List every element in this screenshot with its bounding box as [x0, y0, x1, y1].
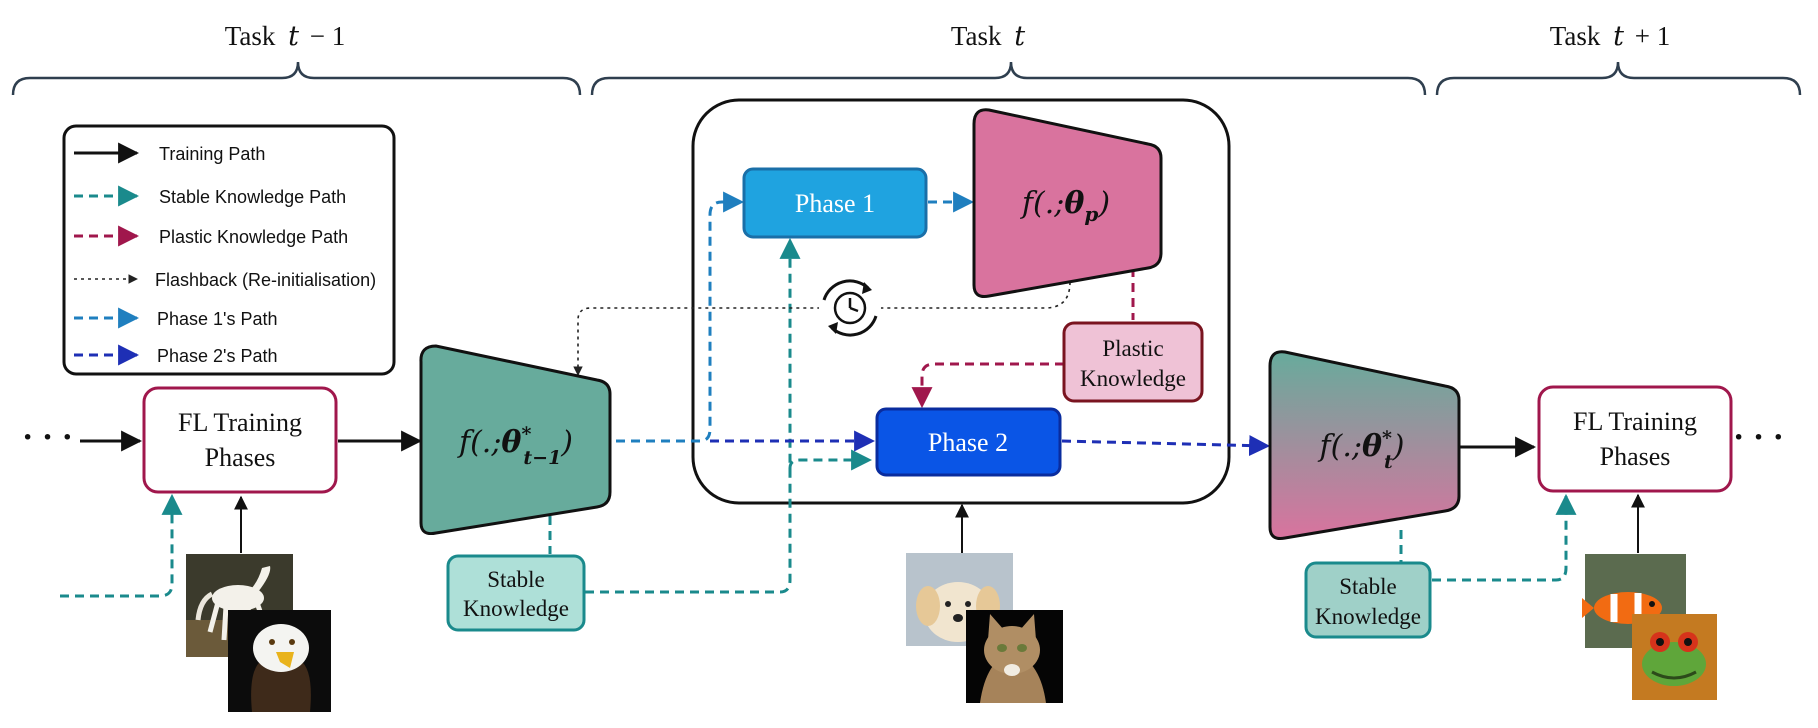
plastic-knowledge-line2: Knowledge [1080, 366, 1186, 391]
fl-training-box-left [142, 386, 338, 494]
sample-image-frog [1632, 614, 1717, 700]
stable-knowledge-right-line1: Stable [1339, 574, 1397, 599]
task-label-prev: Task t − 1 [225, 21, 345, 52]
task-label-curr: Task t [951, 21, 1025, 52]
legend-label-phase2: Phase 2's Path [157, 346, 278, 366]
stable-path-to-fl-right [1432, 493, 1577, 582]
phase1-label: Phase 1 [795, 189, 875, 218]
sample-image-eagle [228, 610, 331, 712]
flashback-clock-icon [819, 277, 881, 339]
phase1-path-from-model [616, 191, 745, 443]
brace-curr [590, 61, 1427, 96]
model-curr-trapezoid [1268, 350, 1461, 540]
legend-label-stable: Stable Knowledge Path [159, 187, 346, 207]
model-plastic-trapezoid [972, 108, 1163, 298]
model-prev-label: f(.;θ*t−1) [457, 423, 573, 469]
sample-image-cat [966, 610, 1063, 703]
plastic-knowledge-line1: Plastic [1102, 336, 1163, 361]
plastic-knowledge-box [1062, 321, 1204, 403]
task-label-next: Task t + 1 [1550, 21, 1670, 52]
stable-path-to-phase1 [585, 237, 801, 594]
legend-box [62, 124, 396, 376]
fl-training-right-line2: Phases [1600, 442, 1671, 471]
model-curr-label: f(.;θ*t) [1318, 427, 1405, 473]
phase2-path-out [1061, 435, 1271, 457]
leading-dots: · · · [22, 419, 73, 456]
flashback-path [573, 281, 1071, 376]
trailing-dots: · · · [1733, 419, 1784, 456]
legend-label-flashback: Flashback (Re-initialisation) [155, 270, 376, 290]
plastic-path-to-phase2 [911, 362, 1064, 409]
legend-label-training: Training Path [159, 144, 265, 164]
stable-knowledge-left-line1: Stable [487, 567, 545, 592]
fl-training-right-line1: FL Training [1573, 407, 1697, 436]
task-t-container [691, 98, 1231, 505]
stable-knowledge-box-right [1304, 561, 1432, 639]
brace-prev [11, 61, 582, 96]
stable-knowledge-right-line2: Knowledge [1315, 604, 1421, 629]
stable-knowledge-left-line2: Knowledge [463, 596, 569, 621]
phase2-label: Phase 2 [928, 428, 1008, 457]
stable-path-to-phase2 [788, 449, 873, 471]
stable-path-incoming [60, 493, 183, 598]
fl-training-left-line2: Phases [205, 443, 276, 472]
fl-training-box-right [1537, 385, 1733, 493]
legend-label-phase1: Phase 1's Path [157, 309, 278, 329]
phase1-box [742, 167, 928, 239]
model-plastic-label: f(.;θp) [1020, 186, 1110, 226]
stable-knowledge-box-left [446, 554, 586, 632]
fl-training-left-line1: FL Training [178, 408, 302, 437]
legend-label-plastic: Plastic Knowledge Path [159, 227, 348, 247]
brace-next [1435, 61, 1802, 96]
phase2-box [875, 407, 1062, 477]
model-prev-trapezoid [419, 344, 612, 535]
